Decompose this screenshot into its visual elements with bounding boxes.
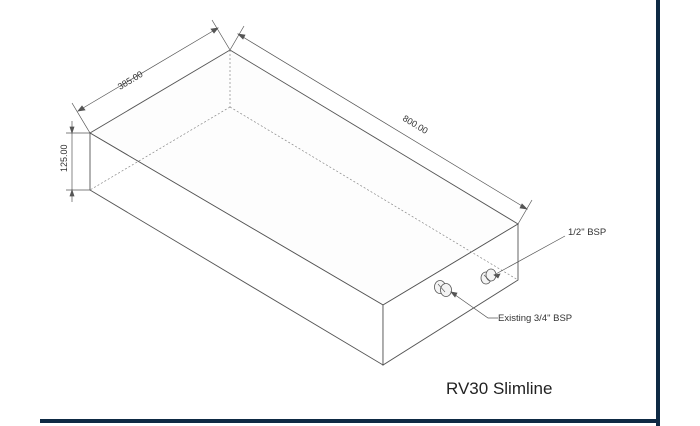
- callout-leaders: [450, 235, 566, 319]
- hidden-edges: [89, 50, 519, 281]
- dimension-width-label: 385.00: [116, 69, 145, 92]
- fitting-half-inch: [480, 268, 497, 285]
- tank-right-face: [382, 223, 519, 366]
- tank-box: [89, 49, 519, 366]
- fitting-three-quarter-inch: [434, 280, 452, 297]
- dimension-height: [66, 121, 90, 202]
- frame-bottom-border: [40, 419, 660, 423]
- dimension-length-label: 800.00: [401, 113, 430, 136]
- callout-half-inch-bsp: 1/2" BSP: [568, 227, 606, 238]
- callout-three-quarter-inch-bsp: Existing 3/4" BSP: [498, 313, 572, 324]
- frame-right-border: [656, 0, 660, 426]
- dimension-width: [71, 19, 231, 134]
- dimension-height-label: 125.00: [59, 144, 69, 172]
- dimension-length: [229, 25, 533, 225]
- model-caption: RV30 Slimline: [446, 379, 552, 398]
